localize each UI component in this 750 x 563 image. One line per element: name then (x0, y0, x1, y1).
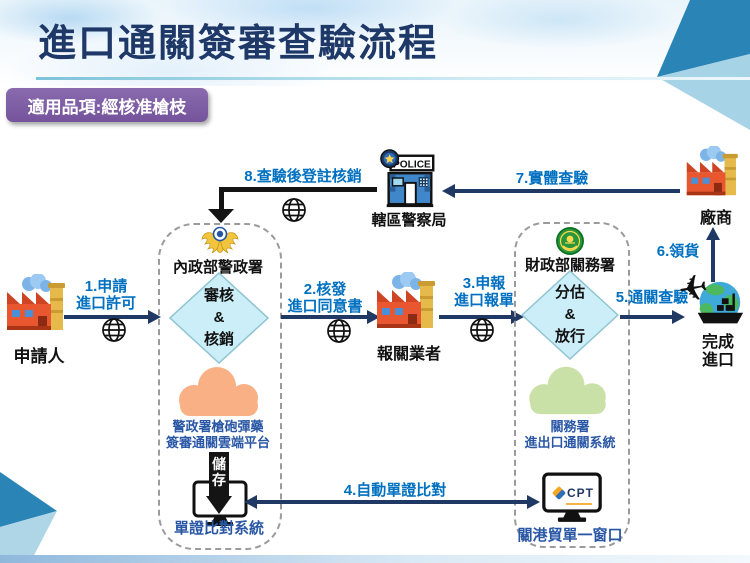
sky-banner (0, 0, 750, 86)
customs-agency-group-box (514, 222, 630, 548)
single-window-monitor-icon (542, 472, 602, 522)
arrow-4-left-head (244, 495, 257, 509)
globe-icon (102, 318, 126, 342)
arrow-7 (455, 189, 680, 193)
arrow-8-vertical (219, 187, 224, 209)
arrow-8-horizontal (221, 187, 377, 192)
save-arrow-head (206, 496, 232, 514)
applicant-label: 申請人 (13, 347, 65, 366)
arrow-4 (257, 500, 527, 504)
factory-icon (377, 272, 435, 328)
step-7-label: 7.實體查驗 (515, 170, 589, 187)
globe-icon (282, 198, 306, 222)
globe-icon (470, 318, 494, 342)
step-5-label: 5.通關查驗 (615, 289, 689, 306)
police-agency-group-box (158, 223, 282, 550)
police-cloud-platform-icon (179, 367, 258, 416)
save-label: 儲存 (212, 456, 226, 488)
cpt-logo-subtext (566, 503, 592, 505)
globe-icon (327, 319, 351, 343)
step-1-label: 1.申請 進口許可 (75, 278, 136, 312)
single-window-label: 關港貿單一窗口 (517, 527, 623, 544)
broker-label: 報關業者 (376, 346, 441, 363)
arrow-6-head (706, 227, 720, 240)
manufacturer-label: 廠商 (699, 210, 732, 227)
police-sign-text: POLICE (393, 159, 431, 170)
arrow-5 (620, 315, 672, 319)
step-4-label: 4.自動單證比對 (343, 482, 447, 499)
police-agency-label: 內政部警政署 (172, 259, 263, 276)
document-compare-system-label: 單證比對系統 (173, 520, 264, 537)
customs-emblem-icon (556, 227, 584, 255)
step-2-label: 2.核發 進口同意書 (287, 281, 363, 315)
cpt-logo-text: CPT (567, 486, 594, 500)
arrow-7-head (442, 184, 455, 198)
title-underline (36, 77, 750, 80)
step-6-label: 6.領貨 (656, 243, 700, 260)
cpt-diamond-icon (551, 485, 567, 501)
arrow-2 (281, 315, 367, 319)
arrow-4-right-head (527, 495, 540, 509)
arrow-6 (711, 240, 715, 282)
release-diamond-text: 分估 & 放行 (554, 284, 585, 345)
arrow-2-head (367, 310, 380, 324)
arrow-1-head (148, 310, 161, 324)
police-wings-badge-icon (201, 226, 239, 254)
bottom-gradient-bar (0, 555, 750, 563)
airplane-icon: ✈ (674, 265, 712, 312)
save-arrow-shaft (209, 452, 229, 496)
customs-cloud-system-icon (529, 366, 606, 415)
customs-agency-label: 財政部關務署 (524, 257, 615, 274)
arrow-3 (439, 315, 511, 319)
customs-cloud-system-label: 關務署 進出口通關系統 (524, 419, 616, 450)
page-title: 進口通關簽審查驗流程 (38, 23, 439, 65)
globe-ship-icon (697, 281, 744, 324)
release-diamond-shape (521, 270, 619, 360)
arrow-5-head (672, 310, 685, 324)
ribbon-top-right-decoration (657, 0, 750, 130)
step-3-label: 3.申報 進口報單 (453, 275, 514, 309)
police-cloud-platform-label: 警政署槍砲彈藥 簽審通關雲端平台 (165, 419, 270, 450)
police-station-label: 轄區警察局 (371, 212, 447, 229)
cpt-logo: CPT (551, 485, 594, 501)
applicable-items-badge: 適用品項:經核准槍枝 (6, 88, 208, 122)
factory-icon (686, 146, 738, 196)
step-8-label: 8.查驗後登註核銷 (244, 168, 362, 185)
review-diamond-text: 審核 & 核銷 (203, 287, 234, 348)
factory-icon (7, 274, 65, 330)
complete-import-label: 完成 進口 (701, 334, 734, 369)
police-station-icon: POLICE (380, 149, 435, 208)
ribbon-bottom-left-decoration (0, 472, 57, 563)
arrow-8-head (208, 209, 234, 223)
review-diamond-shape (169, 272, 269, 364)
arrow-1 (64, 315, 148, 319)
